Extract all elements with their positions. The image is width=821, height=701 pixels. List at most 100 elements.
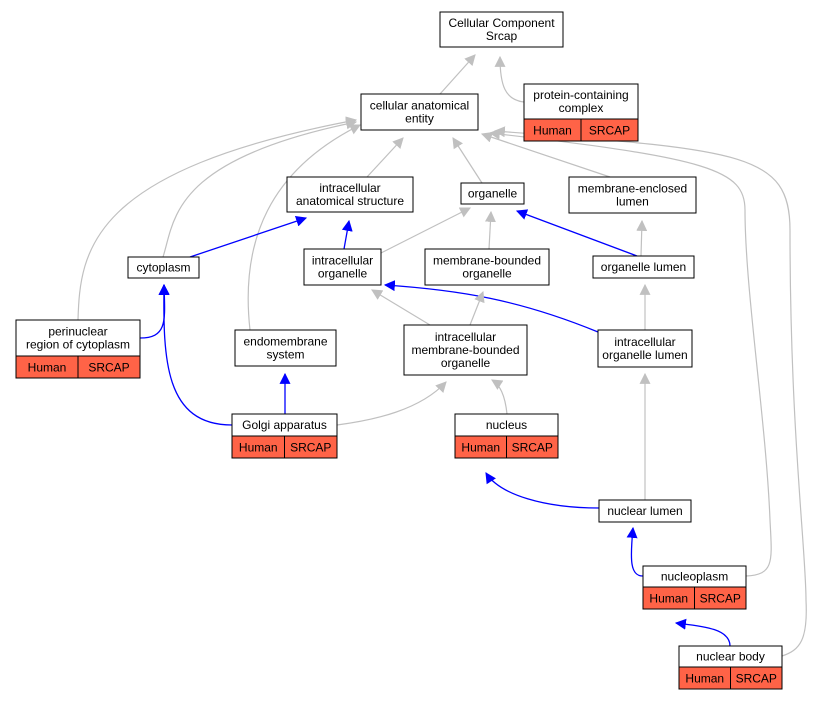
edge-ol-to-org <box>515 209 638 257</box>
node-label: anatomical structure <box>296 194 404 208</box>
gene-label: SRCAP <box>88 361 129 375</box>
node-label: organelle <box>462 267 512 281</box>
node-label: Srcap <box>486 29 518 43</box>
species-label: Human <box>28 361 67 375</box>
edge-nucleus-to-imbo <box>491 379 508 415</box>
node-box <box>592 255 695 279</box>
node-label: organelle lumen <box>601 260 686 274</box>
edge-cae-to-srcap <box>439 54 476 95</box>
node-label: cellular anatomical <box>370 99 469 113</box>
node-org[interactable]: organelle <box>460 182 525 205</box>
edge-nb-to-np <box>674 618 731 647</box>
node-label: system <box>266 348 304 362</box>
edge-org-to-cae <box>452 137 483 184</box>
edge-ems-to-cae <box>247 124 361 331</box>
species-label: Human <box>533 124 572 138</box>
node-label: Cellular Component <box>448 16 555 30</box>
node-label: membrane-enclosed <box>578 182 687 196</box>
node-label: nucleoplasm <box>661 570 728 584</box>
node-box <box>234 329 337 367</box>
node-label: intracellular <box>312 254 373 268</box>
edge-nb-to-cae <box>493 126 807 657</box>
gene-label: SRCAP <box>290 441 331 455</box>
node-label: lumen <box>616 195 649 209</box>
edge-io-to-ias <box>341 219 353 250</box>
species-label: Human <box>685 672 724 686</box>
node-label: endomembrane <box>243 335 327 349</box>
node-label: organelle lumen <box>602 348 687 362</box>
edge-prc-to-cyto <box>139 283 170 339</box>
edge-mbo-to-org <box>484 210 496 250</box>
node-label: nucleus <box>486 418 527 432</box>
gene-label: SRCAP <box>700 592 741 606</box>
node-box <box>360 93 479 131</box>
node-box <box>460 182 525 205</box>
edge-golgi-to-imbo <box>336 381 447 426</box>
gene-badge <box>506 435 559 459</box>
node-nl[interactable]: nuclear lumen <box>598 499 692 523</box>
edge-prc-to-cae <box>77 116 358 321</box>
node-label: intracellular <box>319 181 380 195</box>
node-label: organelle <box>441 356 491 370</box>
gene-label: SRCAP <box>589 124 630 138</box>
node-label: perinuclear <box>48 325 107 339</box>
node-label: protein-containing <box>533 88 628 102</box>
gene-label: SRCAP <box>736 672 777 686</box>
edge-imbo-to-io <box>371 289 431 326</box>
node-label: organelle <box>318 267 368 281</box>
node-box <box>127 256 200 279</box>
edge-imbo-to-mbo <box>469 290 485 326</box>
node-label: intracellular <box>614 335 675 349</box>
node-label: nuclear lumen <box>607 504 682 518</box>
node-box <box>15 319 141 357</box>
edge-cyto-to-ias <box>189 215 308 258</box>
edge-nl-to-nucleus <box>485 472 600 509</box>
node-box <box>523 83 639 120</box>
node-label: nuclear body <box>696 650 765 664</box>
gene-badge <box>77 355 141 379</box>
node-label: region of cytoplasm <box>26 338 130 352</box>
gene-badge <box>580 118 639 142</box>
edge-iol-to-io <box>383 280 599 333</box>
node-box <box>403 324 528 376</box>
edge-ias-to-cae <box>366 137 404 178</box>
node-box <box>439 11 564 48</box>
node-cyto[interactable]: cytoplasm <box>127 256 200 279</box>
node-box <box>424 248 550 286</box>
node-label: membrane-bounded <box>411 343 519 357</box>
gene-badge <box>694 586 747 610</box>
gene-badge <box>284 435 338 459</box>
node-label: organelle <box>468 187 518 201</box>
species-label: Human <box>649 592 688 606</box>
edge-np-to-cae <box>488 128 772 577</box>
node-box <box>598 499 692 523</box>
edge-ol-to-mel <box>636 219 648 257</box>
node-label: membrane-bounded <box>433 254 541 268</box>
node-label: entity <box>405 112 434 126</box>
edge-cyto-to-cae <box>162 118 358 258</box>
edge-io-to-org <box>380 207 471 254</box>
node-ol[interactable]: organelle lumen <box>592 255 695 279</box>
gene-label: SRCAP <box>512 441 553 455</box>
edge-np-to-nl <box>626 526 644 577</box>
node-label: cytoplasm <box>136 261 190 275</box>
edge-mel-to-cae <box>480 131 611 178</box>
node-label: Golgi apparatus <box>242 418 327 432</box>
